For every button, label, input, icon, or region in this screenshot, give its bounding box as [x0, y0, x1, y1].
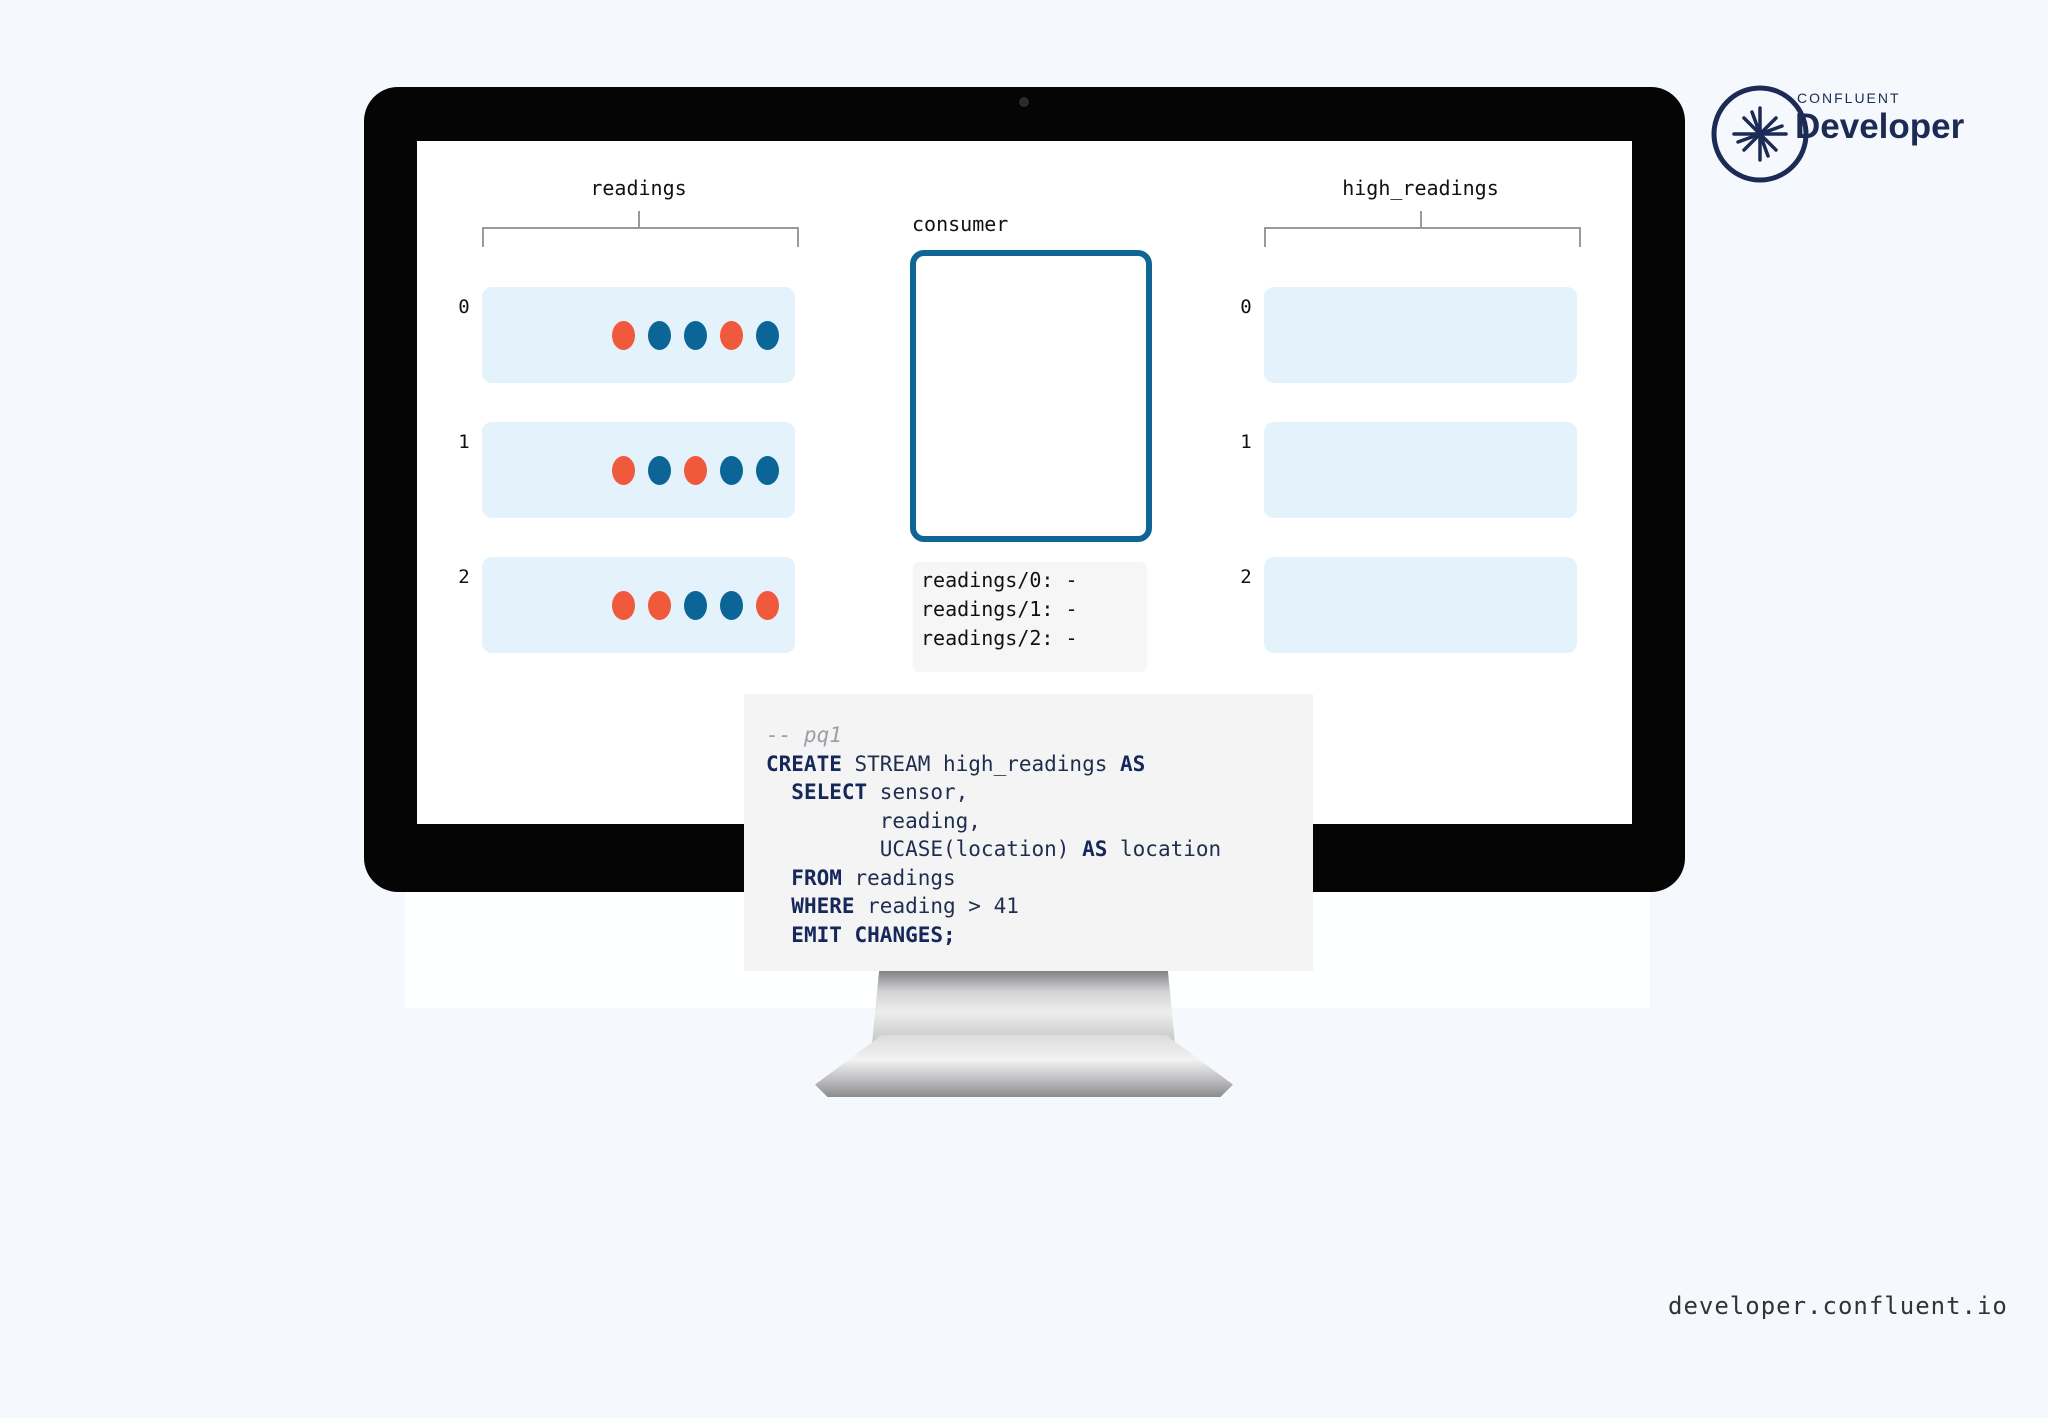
code-keyword: CREATE	[766, 751, 842, 776]
event-dot-blue	[720, 591, 743, 620]
high-readings-partition-number: 1	[1240, 431, 1252, 453]
code-text	[766, 894, 791, 918]
consumer-label: consumer	[912, 212, 1009, 236]
footer-url: developer.confluent.io	[1668, 1292, 2008, 1320]
code-line: WHERE reading > 41	[766, 892, 1221, 921]
event-dot-blue	[756, 456, 779, 485]
event-dot-red	[612, 591, 635, 620]
code-text: sensor,	[867, 780, 969, 804]
code-keyword: AS	[1120, 751, 1146, 776]
event-dot-red	[684, 456, 707, 485]
code-keyword: SELECT	[791, 780, 868, 804]
event-dot-red	[756, 591, 779, 620]
high-readings-partition-2	[1264, 557, 1577, 653]
event-dot-blue	[648, 456, 671, 485]
readings-partition-number: 0	[458, 296, 470, 318]
high-readings-topic-label: high_readings	[1342, 176, 1499, 200]
readings-partition-0	[482, 287, 795, 383]
event-dot-blue	[648, 321, 671, 350]
readings-bracket-tick	[638, 211, 640, 227]
offset-line: readings/0: -	[921, 568, 1078, 592]
code-block: -- pq1 CREATE STREAM high_readings AS SE…	[766, 721, 1221, 949]
event-dot-blue	[720, 456, 743, 485]
code-text: readings	[841, 865, 956, 890]
code-keyword: WHERE	[791, 894, 855, 918]
event-dot-red	[648, 591, 671, 620]
event-dot-red	[612, 456, 635, 485]
code-text: UCASE(location)	[766, 837, 1083, 861]
readings-partition-1	[482, 422, 795, 518]
offset-line: readings/1: -	[921, 597, 1078, 621]
high-readings-bracket-tick	[1420, 211, 1422, 227]
code-keyword: AS	[1082, 837, 1108, 861]
event-dot-red	[612, 321, 635, 350]
camera-icon	[1019, 97, 1029, 107]
code-text: reading,	[766, 808, 981, 833]
event-dot-blue	[684, 591, 707, 620]
readings-partition-number: 2	[458, 566, 470, 588]
code-keyword: FROM	[791, 865, 842, 890]
code-line: UCASE(location) AS location	[766, 835, 1221, 864]
high-readings-partition-number: 0	[1240, 296, 1252, 318]
code-comment: -- pq1	[766, 723, 842, 747]
high-readings-partition-0	[1264, 287, 1577, 383]
code-line: SELECT sensor,	[766, 778, 1221, 807]
code-text: STREAM high_readings	[841, 751, 1121, 776]
code-text	[766, 923, 791, 947]
event-dot-blue	[684, 321, 707, 350]
code-text: reading > 41	[854, 894, 1019, 918]
consumer-offsets-panel: readings/0: - readings/1: - readings/2: …	[913, 562, 1147, 672]
event-dot-red	[720, 321, 743, 350]
readings-topic-label: readings	[590, 176, 687, 200]
code-text	[766, 866, 791, 890]
code-line: CREATE STREAM high_readings AS	[766, 750, 1221, 779]
offset-line: readings/2: -	[921, 626, 1078, 650]
readings-partition-number: 1	[458, 431, 470, 453]
high-readings-partition-number: 2	[1240, 566, 1252, 588]
code-line: EMIT CHANGES;	[766, 921, 1221, 950]
brand-wordmark: Developer	[1795, 107, 1965, 146]
code-text	[766, 780, 791, 804]
code-text: location	[1107, 837, 1222, 861]
confluent-logo-icon	[1708, 82, 1812, 186]
high-readings-partition-1	[1264, 422, 1577, 518]
event-dot-blue	[756, 321, 779, 350]
readings-bracket	[482, 227, 799, 247]
readings-partition-2	[482, 557, 795, 653]
code-keyword: EMIT CHANGES;	[791, 922, 956, 947]
code-line: FROM readings	[766, 864, 1221, 893]
monitor-stand-base	[815, 1035, 1233, 1097]
code-line: reading,	[766, 807, 1221, 836]
ksql-code-panel: -- pq1 CREATE STREAM high_readings AS SE…	[744, 694, 1313, 971]
consumer-box	[910, 250, 1152, 542]
high-readings-bracket	[1264, 227, 1581, 247]
brand-wordmark-small: CONFLUENT	[1797, 90, 1901, 106]
